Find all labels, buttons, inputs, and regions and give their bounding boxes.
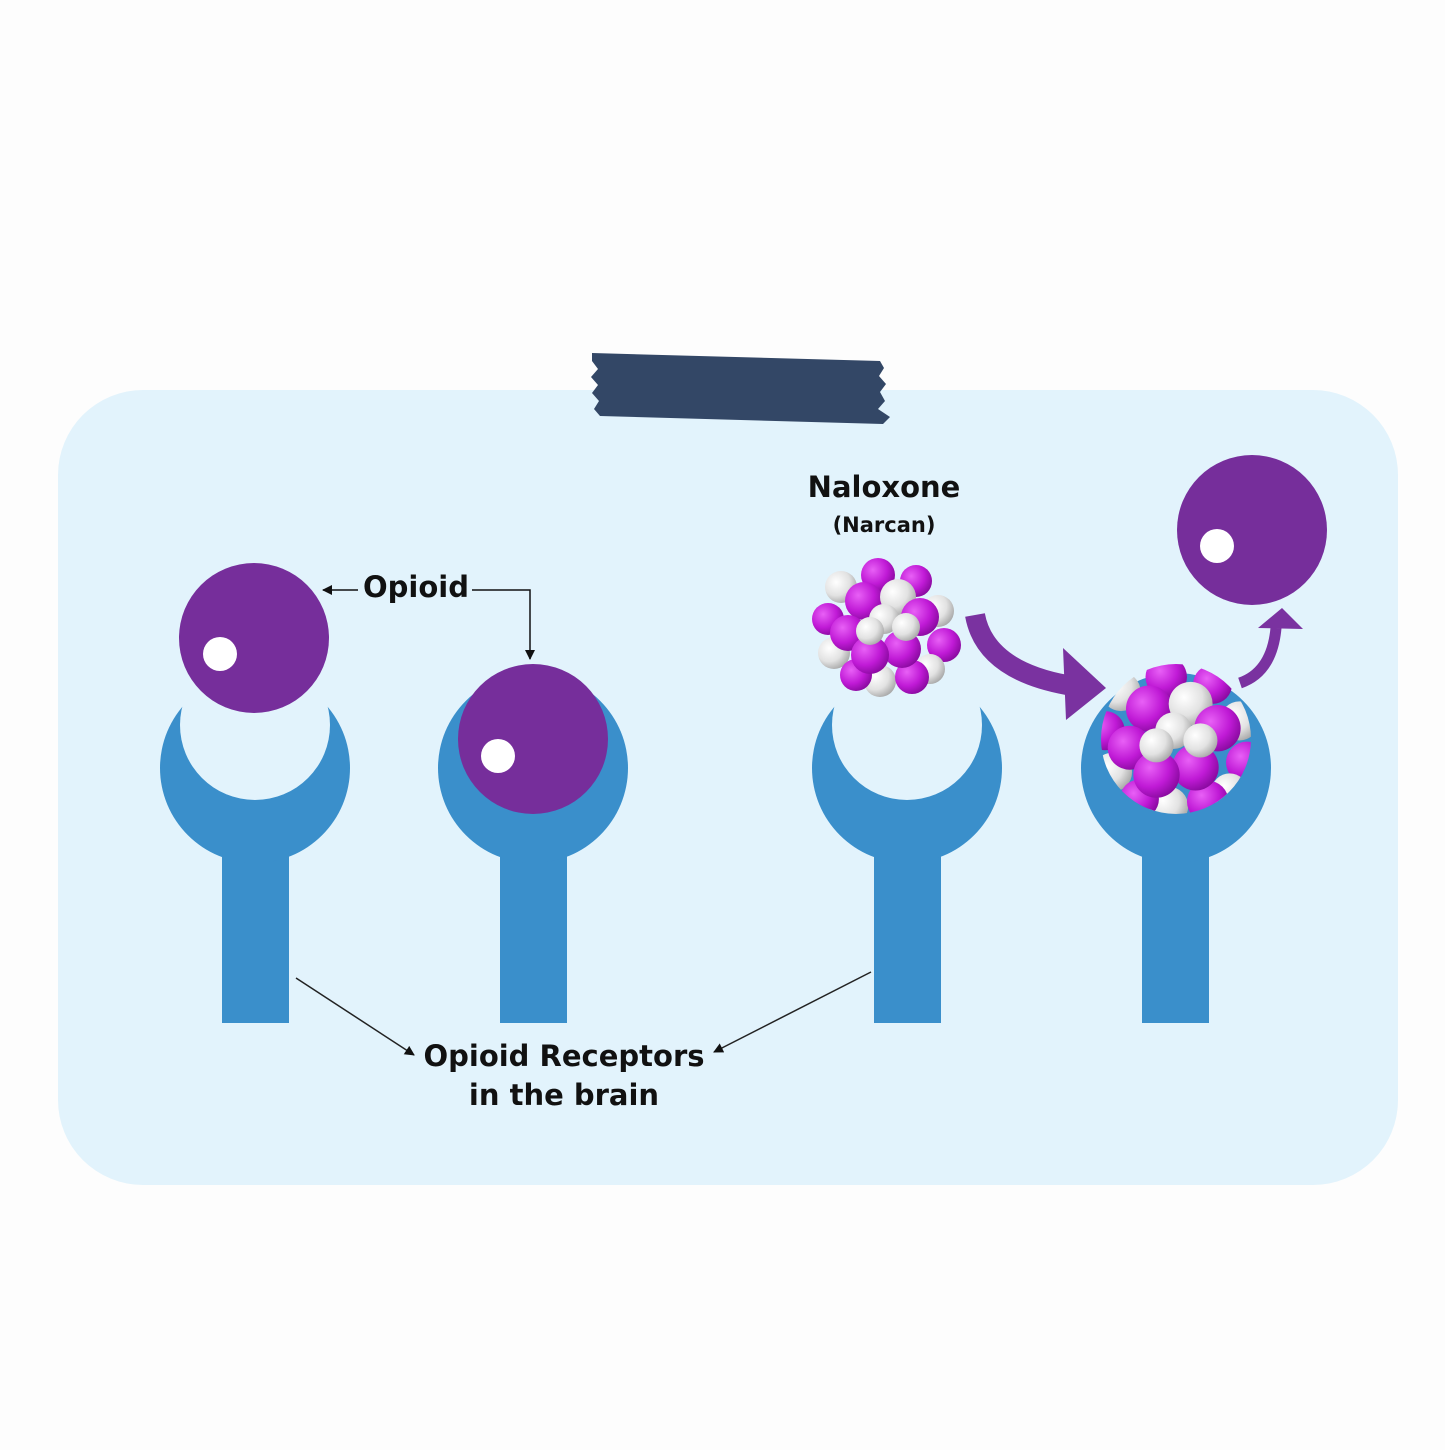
tape-banner — [591, 353, 890, 424]
white-atom-19 — [856, 617, 884, 645]
magenta-atom-16 — [851, 636, 889, 674]
magenta-atom-5 — [927, 628, 961, 662]
white-atom-18 — [1183, 723, 1218, 758]
narcan-label: (Narcan) — [833, 513, 936, 537]
magenta-atom-9 — [895, 660, 929, 694]
magenta-atom-5 — [1226, 741, 1251, 784]
naloxone-label: Naloxone — [808, 470, 961, 504]
panel-background — [58, 390, 1398, 1185]
receptor-label-leaders — [295, 971, 872, 1056]
receptors-label-line1: Opioid Receptors — [423, 1039, 704, 1073]
opioid-label: Opioid — [363, 570, 469, 604]
opioid-molecule-2-bound — [458, 664, 608, 814]
naloxone-molecule-free — [812, 558, 961, 697]
opioid-molecule-displaced — [1177, 455, 1327, 605]
opioid-label-leaders — [322, 585, 535, 660]
magenta-atom-16 — [1133, 751, 1180, 798]
receptor-3 — [812, 650, 1002, 1023]
receptors-label-line2: in the brain — [469, 1078, 659, 1112]
binding-arrow — [965, 612, 1106, 720]
naloxone-molecule-bound — [1101, 664, 1251, 814]
receptor-1 — [160, 650, 350, 1023]
displacement-arrow — [1237, 608, 1303, 689]
white-atom-19 — [1139, 728, 1174, 763]
white-atom-18 — [892, 613, 920, 641]
opioid-molecule-1 — [179, 563, 329, 713]
